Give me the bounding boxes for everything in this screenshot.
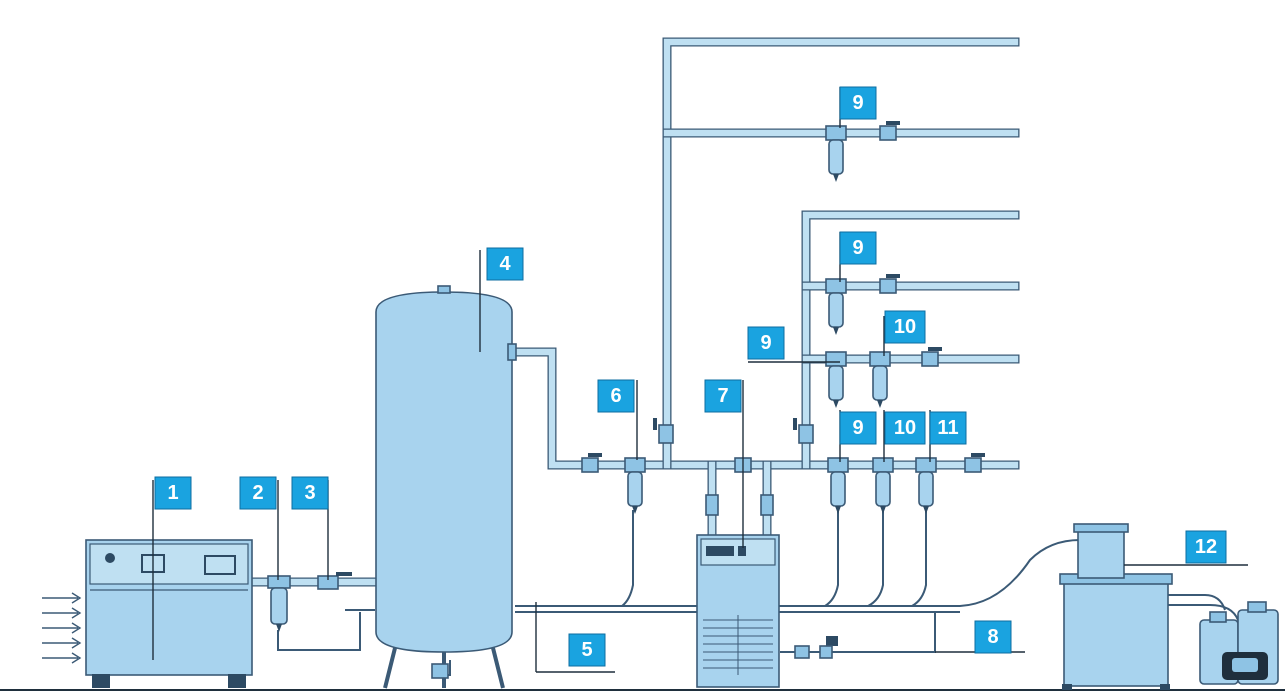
callout-6-text: 6 bbox=[610, 385, 621, 407]
air-intake-arrows bbox=[42, 592, 82, 664]
water-separator bbox=[267, 575, 291, 632]
callout-1-text: 1 bbox=[167, 482, 178, 504]
callout-10-third: 10 bbox=[884, 310, 926, 344]
callout-2-text: 2 bbox=[252, 482, 263, 504]
pipe-tank-to-header bbox=[508, 347, 1020, 470]
filter-10-header bbox=[872, 457, 894, 514]
callout-8-text: 8 bbox=[987, 626, 998, 648]
callout-7: 7 bbox=[704, 379, 742, 413]
callout-4: 4 bbox=[486, 247, 524, 281]
callout-9-second-text: 9 bbox=[852, 237, 863, 259]
filter-9-top bbox=[825, 125, 847, 182]
callout-9-header-text: 9 bbox=[852, 417, 863, 439]
collection-canisters bbox=[1199, 601, 1279, 685]
filter-9-header bbox=[827, 457, 849, 514]
drain-valve bbox=[794, 636, 838, 659]
filter-9-third bbox=[825, 351, 847, 408]
callout-5-text: 5 bbox=[581, 639, 592, 661]
callout-8: 8 bbox=[974, 620, 1012, 654]
callout-12: 12 bbox=[1185, 530, 1227, 564]
callout-9-second: 9 bbox=[839, 231, 877, 265]
callout-9-third-text: 9 bbox=[760, 332, 771, 354]
air-dryer bbox=[696, 494, 780, 688]
callout-9-top: 9 bbox=[839, 86, 877, 120]
callout-12-text: 12 bbox=[1195, 536, 1217, 558]
filter-9-second bbox=[825, 278, 847, 335]
callout-9-header: 9 bbox=[839, 411, 877, 445]
callout-11-text: 11 bbox=[937, 417, 958, 439]
oil-water-separator bbox=[1059, 523, 1173, 690]
callout-10-header: 10 bbox=[884, 411, 926, 445]
callout-3-text: 3 bbox=[304, 482, 315, 504]
callout-4-text: 4 bbox=[499, 253, 511, 275]
callouts: 1 2 3 4 5 6 7 8 bbox=[154, 86, 1227, 667]
callout-3: 3 bbox=[291, 476, 329, 510]
air-compressor bbox=[85, 539, 253, 688]
filter-10-third bbox=[869, 351, 891, 408]
callout-5: 5 bbox=[568, 633, 606, 667]
callout-10-third-text: 10 bbox=[894, 316, 916, 338]
callout-7-text: 7 bbox=[717, 385, 728, 407]
filter-6 bbox=[624, 457, 646, 514]
callout-10-header-text: 10 bbox=[894, 417, 916, 439]
callout-11: 11 bbox=[929, 411, 967, 445]
filter-11-header bbox=[915, 457, 937, 514]
callout-9-top-text: 9 bbox=[852, 92, 863, 114]
check-valve bbox=[317, 572, 352, 590]
callout-2: 2 bbox=[239, 476, 277, 510]
callout-9-third: 9 bbox=[747, 326, 785, 360]
air-receiver-tank bbox=[375, 285, 517, 689]
callout-1: 1 bbox=[154, 476, 192, 510]
callout-6: 6 bbox=[597, 379, 635, 413]
